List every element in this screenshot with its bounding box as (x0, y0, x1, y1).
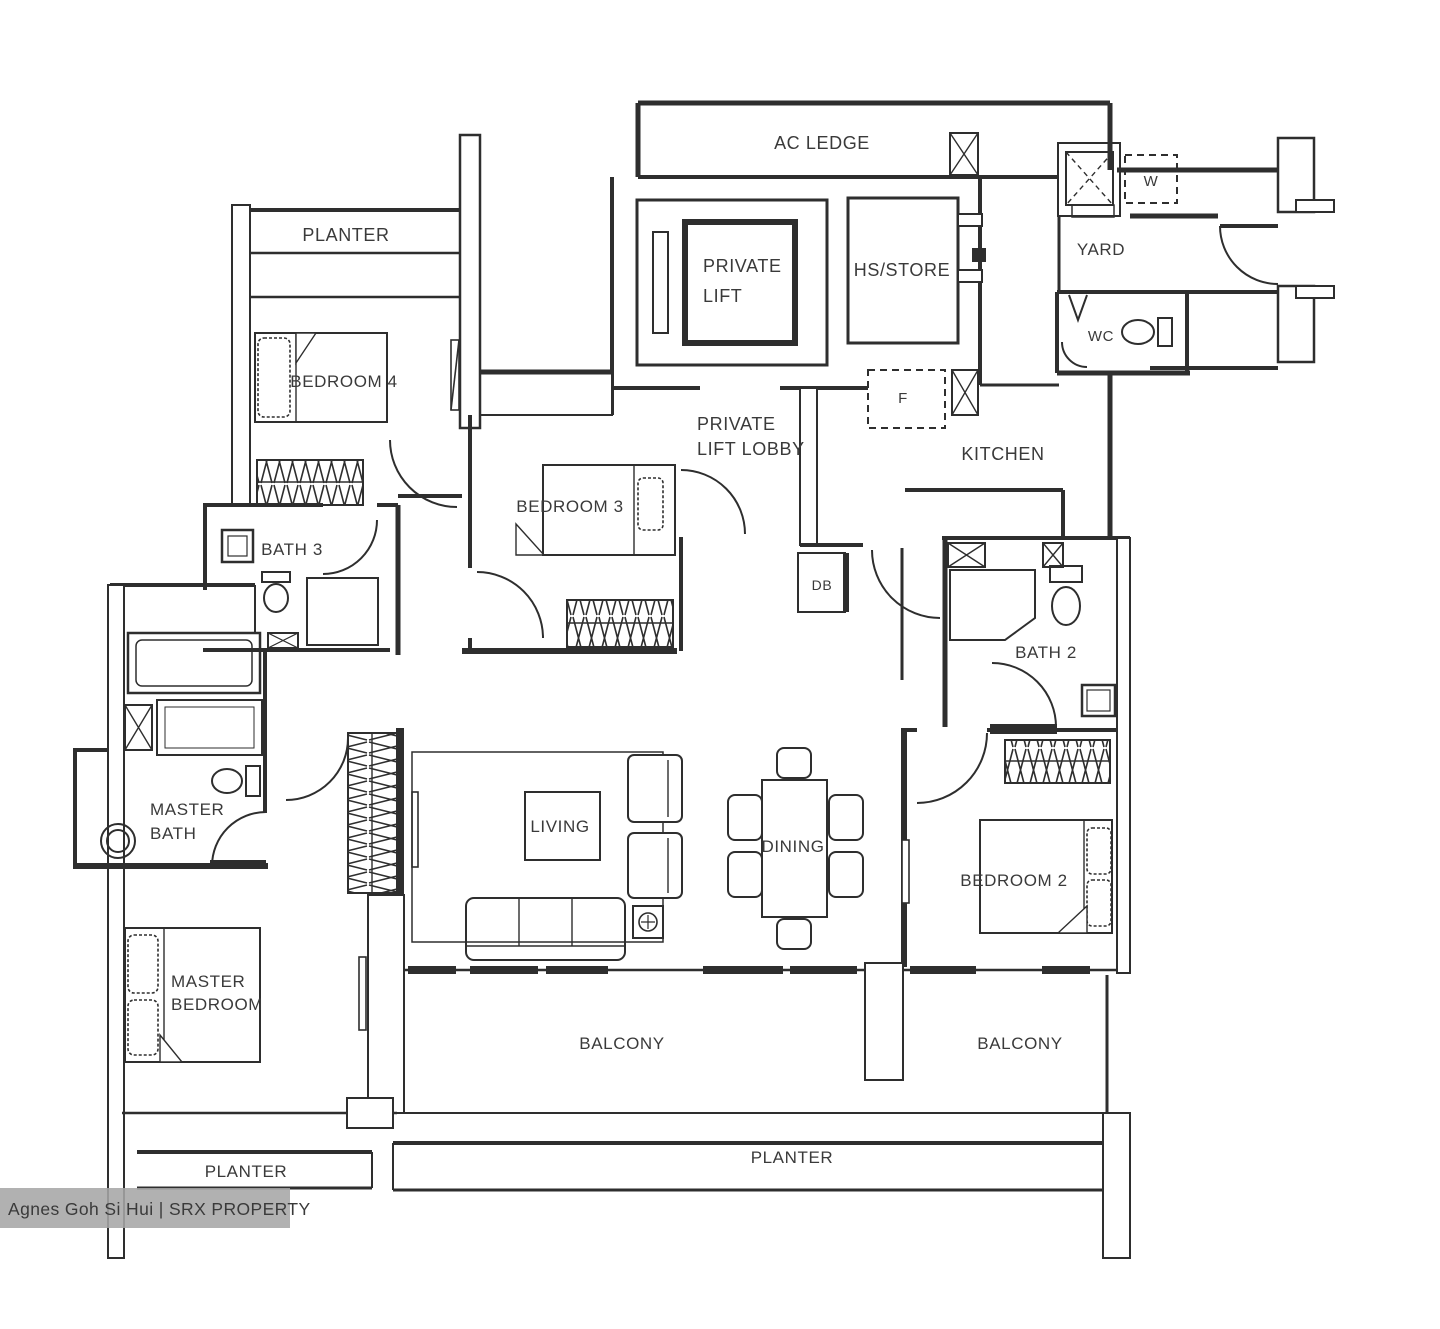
bath2-sink (1080, 683, 1117, 718)
master-bath-label-line2: BATH (150, 824, 196, 843)
fridge-label: F (898, 390, 908, 407)
master-bath-vanity (156, 699, 263, 756)
planter-top-label: PLANTER (302, 225, 389, 245)
hs-store-label: HS/STORE (854, 260, 951, 280)
lift-lobby-label-line2: LIFT LOBBY (697, 439, 805, 459)
bath2-door-arc (991, 662, 1057, 728)
bedroom2-bed (979, 819, 1113, 934)
walls (73, 100, 1335, 1259)
entrance-door-arc (1219, 225, 1279, 285)
wall-strips (358, 339, 910, 1031)
yard-label: YARD (1077, 240, 1125, 259)
master-bath-label-line1: MASTER (150, 800, 224, 819)
bath3-door-arc (322, 519, 378, 575)
dining-label: DINING (761, 837, 824, 856)
watermark-background (0, 1188, 290, 1228)
armchairs (627, 754, 683, 899)
master-bed (124, 927, 261, 1063)
bedroom3-label: BEDROOM 3 (516, 497, 623, 516)
balcony-left-label: BALCONY (579, 1034, 664, 1053)
master-bath-door-arc (211, 811, 267, 867)
wc-label: WC (1088, 328, 1114, 345)
planter-bottom-label: PLANTER (751, 1148, 834, 1167)
coffee-table (524, 791, 601, 861)
bath3-sink (220, 528, 255, 564)
shower-drain (100, 823, 136, 859)
wc-toilet (1121, 317, 1173, 347)
bath3-shower (306, 577, 379, 646)
watermark-text: Agnes Goh Si Hui | SRX PROPERTY (8, 1199, 311, 1219)
bedroom4-label: BEDROOM 4 (290, 372, 397, 391)
master-bedroom-label-line2: BEDROOM (171, 995, 263, 1014)
sofa (465, 897, 626, 961)
door-swings (211, 225, 1279, 867)
bath3-toilet (261, 571, 291, 613)
wardrobes (256, 459, 1111, 894)
bedroom3-bed (515, 464, 676, 556)
bath2-shower (949, 569, 1036, 641)
column-x-boxes (124, 132, 1064, 751)
fridge-box (867, 369, 946, 429)
wc-door-fold (1061, 294, 1088, 368)
washer-label: W (1144, 173, 1159, 190)
dining-table (761, 779, 828, 918)
watermark: Agnes Goh Si Hui | SRX PROPERTY (0, 1188, 311, 1228)
living-label: LIVING (530, 817, 589, 836)
planter-bottom-left-label: PLANTER (205, 1162, 288, 1181)
master-bedroom-door-arc (285, 737, 349, 801)
bathtub (126, 631, 262, 695)
bedroom2-label: BEDROOM 2 (960, 871, 1067, 890)
side-table-lamp (632, 905, 664, 939)
dining-chairs (727, 747, 864, 950)
bath3-label: BATH 3 (261, 540, 323, 559)
bedroom4-bed (254, 332, 388, 423)
kitchen-label: KITCHEN (961, 444, 1044, 464)
bedroom3-door-arc (476, 571, 544, 639)
lift-lobby-label-line1: PRIVATE (697, 414, 776, 434)
washer-w-box (1124, 154, 1178, 204)
bedroom4-door-arc (389, 439, 458, 508)
ac-ledge-label: AC LEDGE (774, 133, 870, 153)
private-lift-label-line2: LIFT (703, 286, 742, 306)
master-bath-toilet (211, 765, 261, 797)
bedroom2-door-arc (916, 732, 988, 804)
private-lift-label-line1: PRIVATE (703, 256, 782, 276)
room-labels: AC LEDGE HS/STORE W YARD WC KITCHEN F DB… (205, 133, 1159, 1181)
bath2-label: BATH 2 (1015, 643, 1077, 662)
balcony-right-label: BALCONY (977, 1034, 1062, 1053)
bath2-toilet (1049, 565, 1083, 626)
master-bedroom-label-line1: MASTER (171, 972, 245, 991)
db-label: DB (812, 577, 833, 593)
washing-machine (1057, 142, 1121, 218)
lift-lobby-door-arc (680, 469, 746, 535)
kitchen-door-arc (871, 549, 941, 619)
room-labels-left-aligned: PRIVATE LIFT PRIVATE LIFT LOBBY MASTER B… (150, 256, 805, 1014)
